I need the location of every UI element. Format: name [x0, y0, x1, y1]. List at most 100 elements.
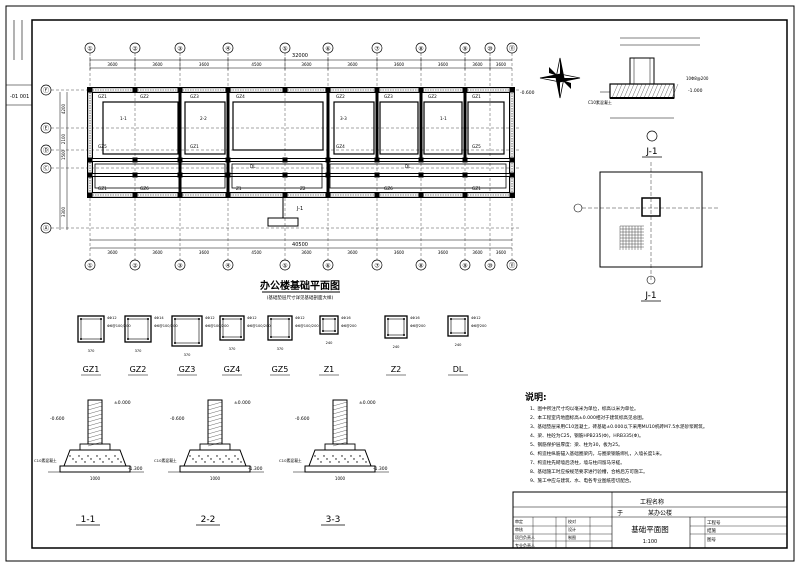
- section-note: C10素混凝土: [34, 458, 57, 463]
- column-stirrup: Φ6@100/200: [295, 324, 319, 328]
- axis-top-label: ⑥: [325, 46, 330, 53]
- note-line: 6、构造柱纵筋锚入基础圈梁内，与圈梁钢筋绑扎，入墙长度1米。: [530, 450, 664, 457]
- column-marker: [325, 87, 331, 93]
- column-marker: [509, 172, 515, 178]
- section-title: 3-3: [326, 515, 341, 525]
- project-prefix: 于: [617, 510, 623, 517]
- axis-top-label: ⑦: [374, 46, 380, 53]
- plan-label: Z1: [236, 186, 242, 191]
- column-marker: [177, 172, 183, 178]
- left-dim: 4200: [61, 103, 66, 114]
- note-line: 9、施工中应与建筑、水、电各专业图纸密切配合。: [530, 477, 634, 484]
- plan-label: GZ6: [140, 186, 149, 191]
- column-marker: [325, 172, 331, 178]
- note-line: 7、构造柱先砌墙后浇柱，墙与柱间留马牙槎。: [530, 459, 625, 466]
- column-marker: [418, 192, 424, 198]
- column-size: 370: [184, 353, 192, 357]
- tb-col-label: 设计: [568, 526, 576, 532]
- plan-label: 1-1: [120, 116, 127, 121]
- section-mid-level: -0.600: [170, 416, 185, 422]
- bottom-total-dim: 40500: [292, 242, 308, 248]
- detail-j1-plan: J-1: [573, 162, 720, 302]
- tb-row-label: 专业负责人: [515, 542, 535, 548]
- column-section-title: GZ5: [272, 365, 289, 374]
- axis-bottom-label: ③: [177, 263, 182, 270]
- column-stirrup: Φ6@200: [410, 324, 426, 328]
- bottom-dim: 3600: [438, 250, 449, 255]
- axis-bottom-label: ⑤: [282, 263, 287, 270]
- column-rebar: 4Φ12: [247, 316, 257, 320]
- section-top-level: ±0.000: [114, 400, 131, 406]
- column-marker: [87, 87, 93, 93]
- column-marker: [225, 157, 231, 163]
- detail-level: -1.000: [688, 88, 703, 94]
- bottom-dim: 3600: [394, 250, 405, 255]
- column-marker: [225, 172, 231, 178]
- column-marker: [225, 192, 231, 198]
- tb-row-label: 审核: [515, 526, 523, 532]
- plan-label: GZ5: [472, 144, 481, 149]
- column-marker: [132, 87, 138, 93]
- column-stirrup: Φ6@200: [471, 324, 487, 328]
- plan-label: GZ2: [428, 94, 437, 99]
- column-stirrup: Φ6@100/200: [247, 324, 271, 328]
- tb-row-label: 审定: [515, 518, 523, 524]
- axis-bottom-label: ①: [87, 263, 92, 270]
- plan-label: GZ1: [98, 186, 107, 191]
- column-marker: [87, 192, 93, 198]
- foundation-sections: ±0.000-0.600-1.300C10素混凝土10001-1±0.000-0…: [34, 399, 389, 526]
- bottom-dim: 4500: [251, 250, 262, 255]
- tb-col-label: 校对: [568, 518, 576, 524]
- note-line: 5、钢筋保护层厚度：梁、柱为30，板为25。: [530, 441, 623, 448]
- column-marker: [462, 192, 468, 198]
- column-marker: [374, 157, 380, 163]
- column-rebar: 4Φ12: [295, 316, 305, 320]
- detail-rebar: 10Φ8@200: [686, 76, 709, 81]
- design-notes: 说明: 1、图中所注尺寸均以毫米为单位，标高以米为单位。2、本工程室内地面标高±…: [525, 391, 707, 484]
- section-top-level: ±0.000: [234, 400, 251, 406]
- detail-cushion: C10素混凝土: [588, 99, 612, 105]
- plan-label: GZ1: [190, 144, 199, 149]
- plan-label: GZ1: [472, 186, 481, 191]
- walls: [87, 87, 515, 227]
- bottom-dim: 3600: [199, 250, 210, 255]
- plan-label: DL: [250, 164, 256, 169]
- top-total-dim: 32000: [292, 53, 308, 59]
- top-dim: 3600: [496, 62, 507, 67]
- plan-label: GZ1: [98, 94, 107, 99]
- axis-left-label: Ⓔ: [43, 124, 49, 132]
- axis-bottom-label: ⑪: [509, 262, 515, 270]
- top-dim: 3600: [152, 62, 163, 67]
- plan-level: -0.600: [520, 90, 535, 96]
- top-dim: 3600: [199, 62, 210, 67]
- axis-bottom-label: ⑥: [325, 263, 330, 270]
- column-marker: [374, 172, 380, 178]
- margin-label: -01 001: [10, 94, 29, 100]
- detail-title: J-1: [645, 147, 657, 157]
- plan-label: GZ3: [384, 94, 393, 99]
- column-rebar: 4Φ12: [205, 316, 215, 320]
- column-marker: [509, 87, 515, 93]
- column-marker: [462, 157, 468, 163]
- plan-label: Z2: [300, 186, 306, 191]
- axis-bottom-label: ⑧: [418, 263, 423, 270]
- title-right-bottom: 图号: [707, 537, 716, 543]
- note-line: 8、基础施工时应按规范要求进行验槽，合格后方可施工。: [530, 468, 648, 475]
- column-marker: [509, 192, 515, 198]
- note-line: 3、基础垫层采用C10混凝土，砖基础±0.000以下采用MU10机砖M7.5水泥…: [530, 423, 707, 430]
- column-section-title: GZ1: [83, 365, 100, 374]
- column-marker: [418, 172, 424, 178]
- column-size: 370: [88, 349, 96, 353]
- column-stirrup: Φ6@100/200: [205, 324, 229, 328]
- axis-bottom-label: ⑩: [487, 263, 492, 270]
- column-stirrup: Φ6@200: [341, 324, 357, 328]
- section-note: C10素混凝土: [154, 458, 177, 463]
- column-marker: [132, 192, 138, 198]
- column-stirrup: Φ6@100/200: [154, 324, 178, 328]
- column-rebar: 4Φ12: [107, 316, 117, 320]
- column-marker: [282, 192, 288, 198]
